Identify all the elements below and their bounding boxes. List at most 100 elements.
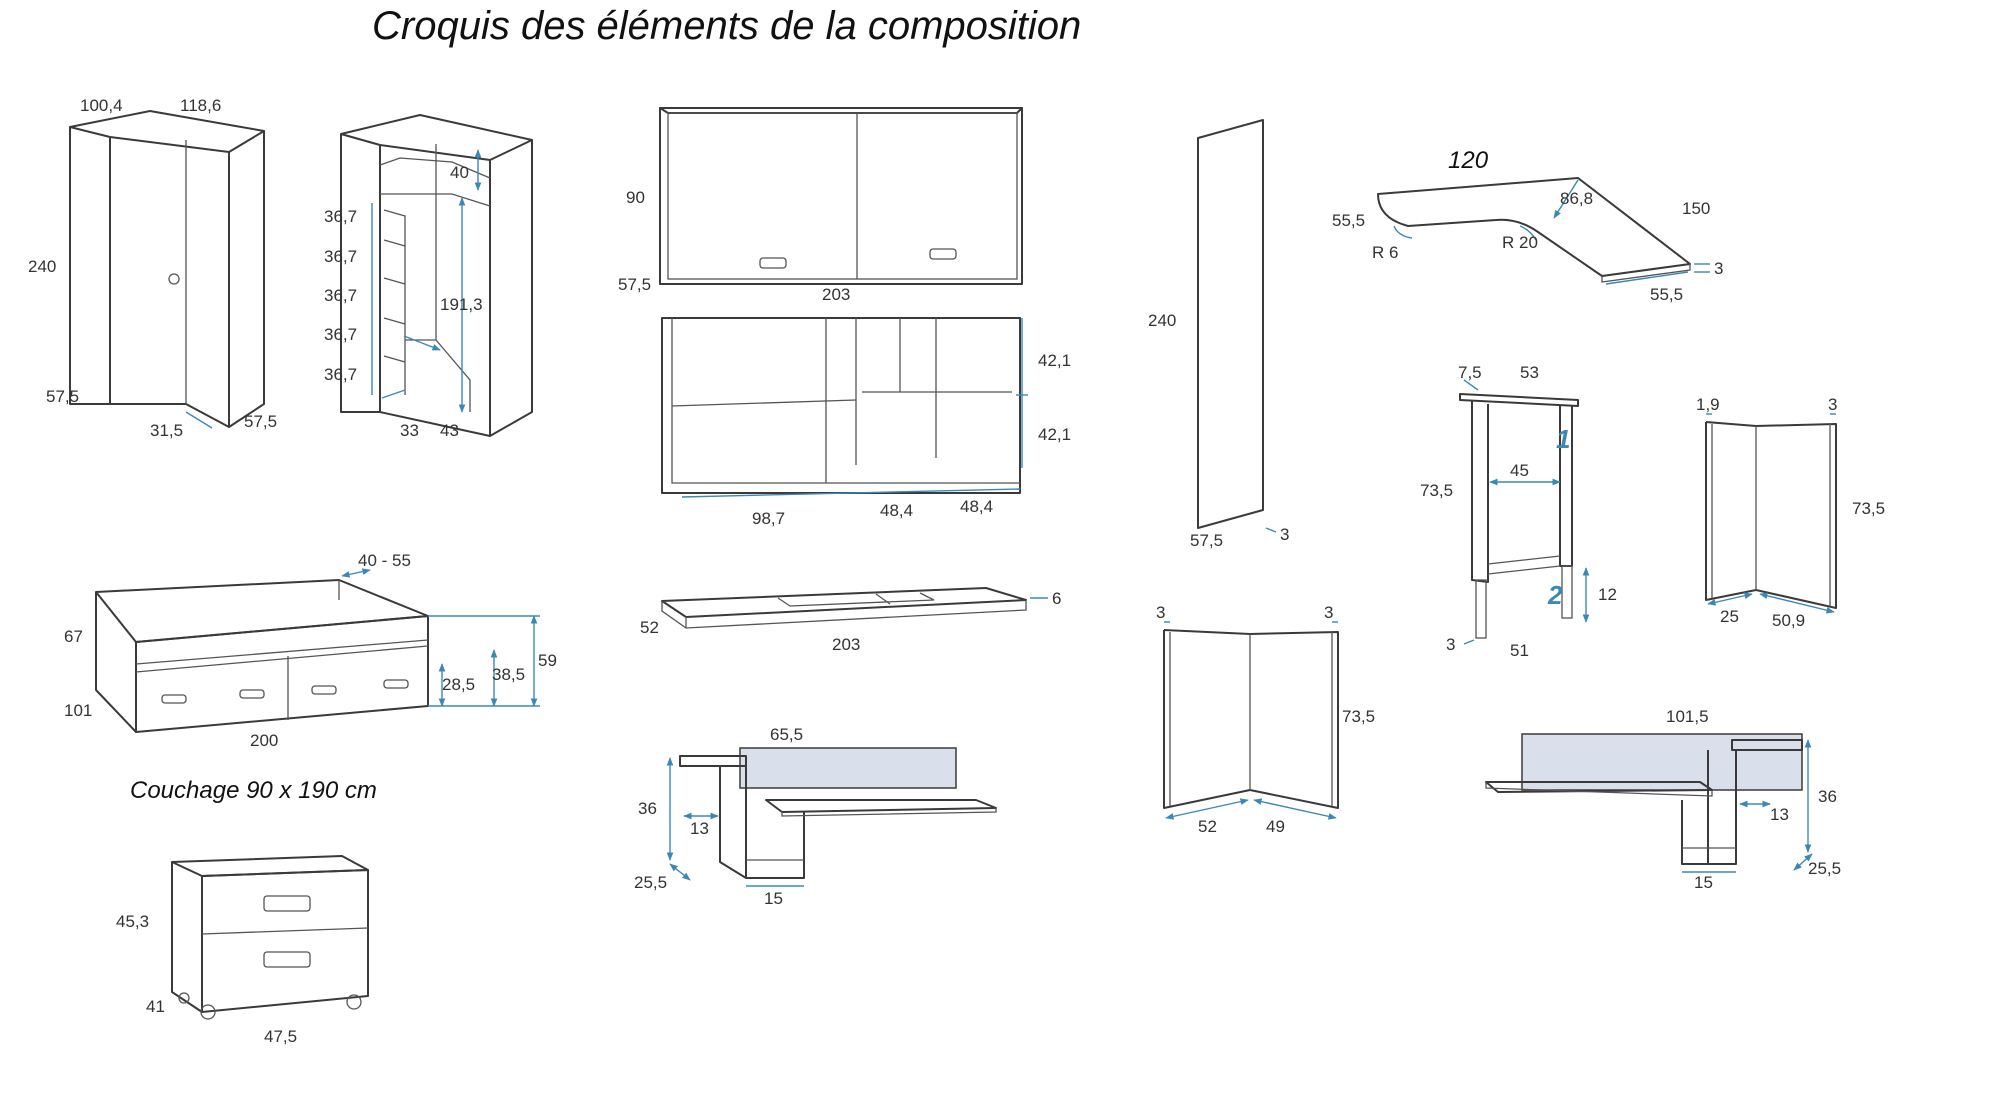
dim-bed-h-back: 67 (64, 627, 83, 646)
dim-big-leg-h: 73,5 (1342, 707, 1375, 726)
dim-interior-s4: 36,7 (324, 325, 357, 344)
dim-nightstand-w: 47,5 (264, 1027, 297, 1046)
dim-interior-b1: 33 (400, 421, 419, 440)
dim-line (1605, 271, 1689, 285)
dim-small-leg-t1: 1,9 (1696, 395, 1720, 414)
dim-plinth-d: 52 (640, 618, 659, 637)
dim-desk-a: 86,8 (1560, 189, 1593, 208)
desk-shelf-left-sketch (666, 747, 997, 887)
plinth-sketch (661, 587, 1048, 629)
dim-leg-a: 7,5 (1458, 363, 1482, 382)
dim-leg-inner: 45 (1510, 461, 1529, 480)
dim-cabinet-d: 57,5 (618, 275, 651, 294)
dim-panel-t: 3 (1280, 525, 1289, 544)
open-bookcase-sketch (661, 317, 1028, 498)
bed-sketch (95, 568, 540, 733)
dim-shelf-left-h: 36 (638, 799, 657, 818)
dim-line (1553, 179, 1579, 219)
dim-small-leg-w1: 25 (1720, 607, 1739, 626)
wall-cabinet-sketch (659, 107, 1023, 285)
dim-plinth-w: 203 (832, 635, 860, 654)
dim-shelf-right-d2: 25,5 (1808, 859, 1841, 878)
dim-big-leg-w1: 52 (1198, 817, 1217, 836)
dim-leg-h: 73,5 (1420, 481, 1453, 500)
side-panel-sketch (1197, 119, 1277, 533)
dim-cabinet-w: 203 (822, 285, 850, 304)
dim-line (681, 488, 1021, 498)
dim-bed-length: 200 (250, 731, 278, 750)
corner-wardrobe-interior-sketch (340, 114, 533, 437)
dim-desk-d: 55,5 (1650, 285, 1683, 304)
dim-line (1253, 798, 1337, 820)
corner-wardrobe-sketch (69, 110, 265, 428)
dim-line (185, 411, 213, 429)
dim-line (1707, 592, 1753, 606)
dim-bookcase-w1: 98,7 (752, 509, 785, 528)
step-marker-2: 2 (1547, 580, 1563, 610)
nightstand-sketch (171, 855, 369, 1020)
page-title: Croquis des éléments de la composition (372, 4, 1082, 48)
dim-line (1463, 379, 1479, 391)
dim-desk-c: 55,5 (1332, 211, 1365, 230)
dim-leg-foot: 12 (1598, 585, 1617, 604)
dim-small-leg-w2: 50,9 (1772, 611, 1805, 630)
dim-panel-h: 240 (1148, 311, 1176, 330)
dim-big-leg-t2: 3 (1324, 603, 1333, 622)
dim-bed-h-mid: 38,5 (492, 665, 525, 684)
desk-leg-frame-sketch (1459, 379, 1590, 645)
step-marker-1: 1 (1556, 424, 1570, 454)
dim-leg-w: 53 (1520, 363, 1539, 382)
dim-leg-base: 51 (1510, 641, 1529, 660)
dim-interior-b2: 43 (440, 421, 459, 440)
dim-desk-b: 150 (1682, 199, 1710, 218)
dim-big-leg-t1: 3 (1156, 603, 1165, 622)
dim-nightstand-d: 41 (146, 997, 165, 1016)
dim-line (1165, 798, 1249, 820)
dim-desk-r1: R 6 (1372, 243, 1398, 262)
dim-wardrobe-d3: 57,5 (244, 412, 277, 431)
dim-interior-s3: 36,7 (324, 286, 357, 305)
dim-wardrobe-w1: 100,4 (80, 96, 123, 115)
desk-shelf-right-sketch (1485, 733, 1813, 873)
small-corner-leg-sketch (1705, 413, 1837, 614)
dim-bookcase-w2: 48,4 (880, 501, 913, 520)
dim-shelf-left-d1: 13 (690, 819, 709, 838)
dim-big-leg-w2: 49 (1266, 817, 1285, 836)
dim-bed-depth: 101 (64, 701, 92, 720)
dim-shelf-right-base: 15 (1694, 873, 1713, 892)
dim-wardrobe-d2: 31,5 (150, 421, 183, 440)
dim-desk-r2: R 20 (1502, 233, 1538, 252)
dim-nightstand-h: 45,3 (116, 912, 149, 931)
dim-shelf-right-d1: 13 (1770, 805, 1789, 824)
bed-caption: Couchage 90 x 190 cm (130, 777, 377, 804)
dim-line (1759, 592, 1835, 614)
dim-bookcase-h1: 42,1 (1038, 351, 1071, 370)
dim-small-leg-h: 73,5 (1852, 499, 1885, 518)
dim-plinth-h: 6 (1052, 589, 1061, 608)
dim-shelf-left-base: 15 (764, 889, 783, 908)
dim-line (1519, 225, 1537, 241)
dim-line (1265, 527, 1277, 533)
dim-panel-d: 57,5 (1190, 531, 1223, 550)
dim-line (1393, 225, 1413, 239)
dim-line (1793, 853, 1813, 871)
dim-bed-h-total: 59 (538, 651, 557, 670)
big-corner-leg-sketch (1163, 621, 1339, 820)
dim-leg-t: 3 (1446, 635, 1455, 654)
dim-bed-gap: 40 - 55 (358, 551, 411, 570)
dim-shelf-left-w: 65,5 (770, 725, 803, 744)
dim-bed-h-drawer: 28,5 (442, 675, 475, 694)
dim-cabinet-h: 90 (626, 188, 645, 207)
dim-wardrobe-d1: 57,5 (46, 387, 79, 406)
dim-line (341, 568, 371, 578)
dim-desk-t: 3 (1714, 259, 1723, 278)
dim-interior-top: 40 (450, 163, 469, 182)
dim-bookcase-w3: 48,4 (960, 497, 993, 516)
dim-bookcase-h2: 42,1 (1038, 425, 1071, 444)
dim-line (381, 389, 406, 399)
dim-shelf-left-d2: 25,5 (634, 873, 667, 892)
dim-shelf-right-h: 36 (1818, 787, 1837, 806)
dim-line (1463, 639, 1475, 645)
corner-desk-top-sketch (1377, 177, 1710, 285)
dim-interior-s1: 36,7 (324, 207, 357, 226)
